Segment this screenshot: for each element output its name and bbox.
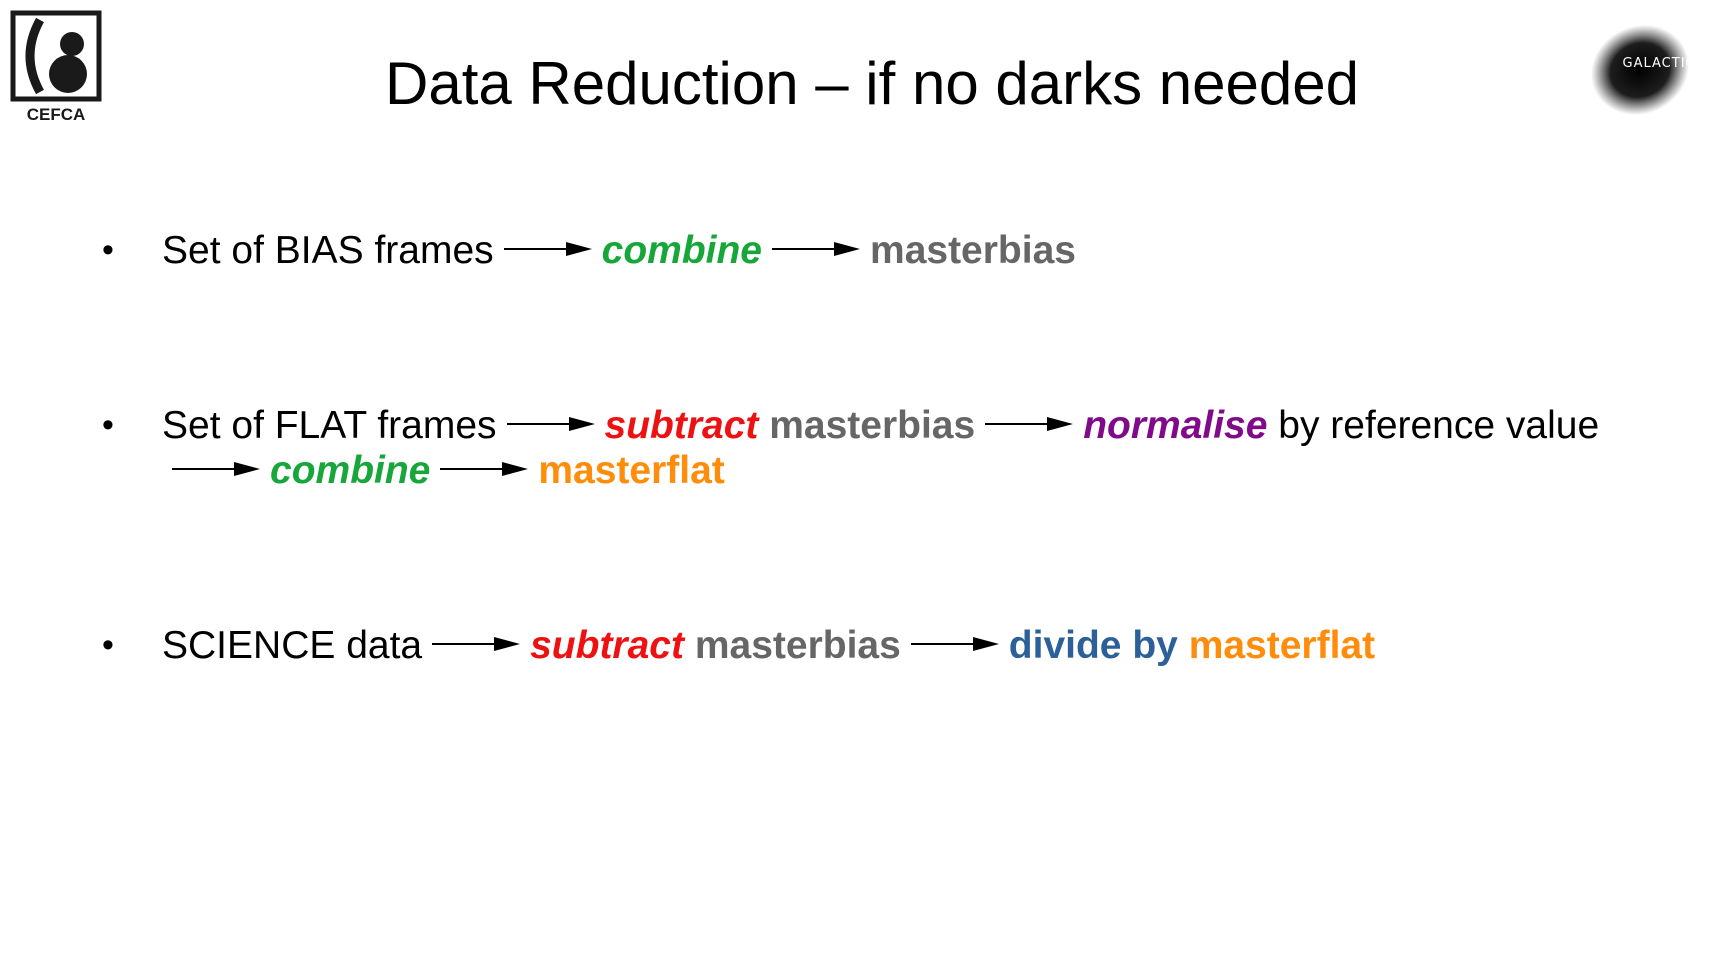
slide-title: Data Reduction – if no darks needed [385,50,1359,117]
arrow-right-icon [772,241,861,256]
flat-masterbias: masterbias [769,404,976,447]
bias-combine: combine [601,229,763,272]
arrow-right-icon [503,241,592,256]
bullet-line: SCIENCE data subtract masterbias divide by… [162,623,1375,668]
bullet-bias: • Set of BIAS frames combine masterbias [102,228,1076,273]
bias-start: Set of BIAS frames [162,229,494,272]
arrow-right-icon [432,636,521,651]
bullet-science: • SCIENCE data subtract masterbias divide … [102,623,1375,668]
flat-subtract: subtract [604,404,759,447]
science-subtract: subtract [530,624,684,667]
flat-normalise-rest: by reference value [1278,404,1600,447]
flat-result: masterflat [538,449,725,492]
science-divide: divide [1008,624,1122,667]
bias-result: masterbias [870,229,1076,272]
cefca-logo: CEFCA [10,10,102,124]
science-by: by [1132,624,1178,667]
flat-combine: combine [270,449,431,492]
arrow-right-icon [440,461,529,476]
bullet-line: Set of BIAS frames combine masterbias [162,228,1076,273]
bullet-marker: • [102,626,114,664]
bullet-marker: • [102,231,114,269]
svg-text:CEFCA: CEFCA [27,105,86,124]
arrow-right-icon [506,416,595,431]
science-result: masterflat [1188,624,1376,667]
science-masterbias: masterbias [694,624,901,667]
bullet-line-2: combine masterflat [162,448,1599,493]
bullet-flat: • Set of FLAT frames subtract masterbias n… [102,403,1599,493]
flat-normalise: normalise [1083,404,1268,447]
science-start: SCIENCE data [162,624,423,667]
bullet-line-1: Set of FLAT frames subtract masterbias nor… [162,403,1599,448]
galactica-logo: GALACTICA [1591,24,1706,116]
arrow-right-icon [985,416,1074,431]
flat-start: Set of FLAT frames [162,404,497,447]
arrow-right-icon [910,636,999,651]
arrow-right-icon [172,461,260,476]
svg-text:GALACTICA: GALACTICA [1623,56,1706,71]
bullet-marker: • [102,406,114,444]
